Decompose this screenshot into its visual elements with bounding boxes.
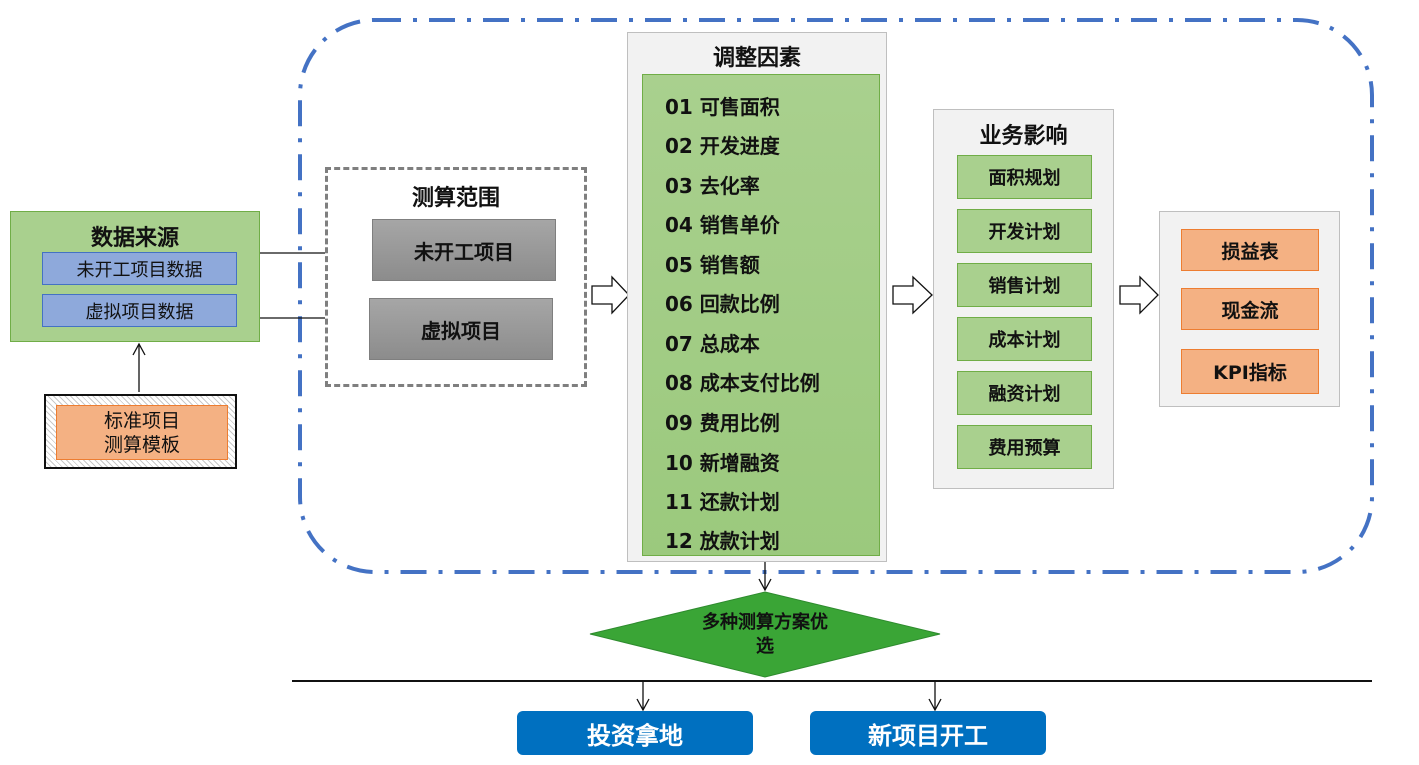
report-item-cash-flow[interactable]: 现金流 — [1181, 288, 1319, 330]
decision-line-1: 多种测算方案优 — [702, 612, 828, 633]
factor-item[interactable]: 06 回款比例 — [665, 292, 780, 316]
scope-boundary — [298, 18, 1374, 574]
template-line-1: 标准项目 — [103, 409, 180, 432]
source-item-virtual[interactable]: 虚拟项目数据 — [42, 294, 237, 327]
reports-panel: 损益表 现金流 KPI指标 — [1159, 211, 1340, 407]
factors-panel: 调整因素 01 可售面积 02 开发进度 03 去化率 04 销售单价 05 销… — [627, 32, 887, 562]
impact-item-area-planning[interactable]: 面积规划 — [957, 155, 1092, 199]
source-item-unstarted[interactable]: 未开工项目数据 — [42, 252, 237, 285]
factor-item[interactable]: 10 新增融资 — [665, 451, 780, 475]
factor-item[interactable]: 12 放款计划 — [665, 529, 780, 553]
impact-panel: 业务影响 面积规划 开发计划 销售计划 成本计划 融资计划 费用预算 — [933, 109, 1114, 489]
factor-item[interactable]: 04 销售单价 — [665, 213, 780, 237]
impact-item-development-plan[interactable]: 开发计划 — [957, 209, 1092, 253]
block-arrow-factors-to-impact — [892, 275, 933, 315]
factor-item[interactable]: 08 成本支付比例 — [665, 371, 820, 395]
factor-item[interactable]: 11 还款计划 — [665, 490, 780, 514]
decision-label: 多种测算方案优 选 — [660, 610, 870, 660]
scope-panel: 测算范围 未开工项目 虚拟项目 — [325, 167, 587, 387]
factors-title: 调整因素 — [712, 46, 801, 71]
block-arrow-impact-to-reports — [1119, 275, 1159, 315]
factors-list: 01 可售面积 02 开发进度 03 去化率 04 销售单价 05 销售额 06… — [642, 74, 880, 556]
outcome-new-project-button[interactable]: 新项目开工 — [810, 711, 1046, 755]
impact-item-financing-plan[interactable]: 融资计划 — [957, 371, 1092, 415]
scope-item-unstarted[interactable]: 未开工项目 — [372, 219, 556, 281]
template-label[interactable]: 标准项目 测算模板 — [56, 405, 228, 460]
factor-item[interactable]: 05 销售额 — [665, 253, 760, 277]
impact-title: 业务影响 — [979, 124, 1068, 149]
report-item-income-statement[interactable]: 损益表 — [1181, 229, 1319, 271]
outcome-invest-button[interactable]: 投资拿地 — [517, 711, 753, 755]
factor-item[interactable]: 03 去化率 — [665, 174, 760, 198]
report-item-kpi[interactable]: KPI指标 — [1181, 349, 1319, 394]
template-box: 标准项目 测算模板 — [44, 394, 237, 469]
factor-item[interactable]: 07 总成本 — [665, 332, 760, 356]
impact-item-sales-plan[interactable]: 销售计划 — [957, 263, 1092, 307]
impact-item-cost-plan[interactable]: 成本计划 — [957, 317, 1092, 361]
factor-item[interactable]: 02 开发进度 — [665, 134, 780, 158]
decision-line-2: 选 — [756, 636, 774, 657]
template-line-2: 测算模板 — [103, 433, 180, 456]
scope-item-virtual[interactable]: 虚拟项目 — [369, 298, 553, 360]
data-source-panel: 数据来源 未开工项目数据 虚拟项目数据 — [10, 211, 260, 342]
block-arrow-scope-to-factors — [591, 275, 630, 315]
factor-item[interactable]: 01 可售面积 — [665, 95, 780, 119]
factor-item[interactable]: 09 费用比例 — [665, 411, 780, 435]
decision-diamond — [589, 591, 941, 678]
scope-title: 测算范围 — [411, 186, 500, 211]
impact-item-expense-budget[interactable]: 费用预算 — [957, 425, 1092, 469]
data-source-title: 数据来源 — [90, 226, 179, 251]
